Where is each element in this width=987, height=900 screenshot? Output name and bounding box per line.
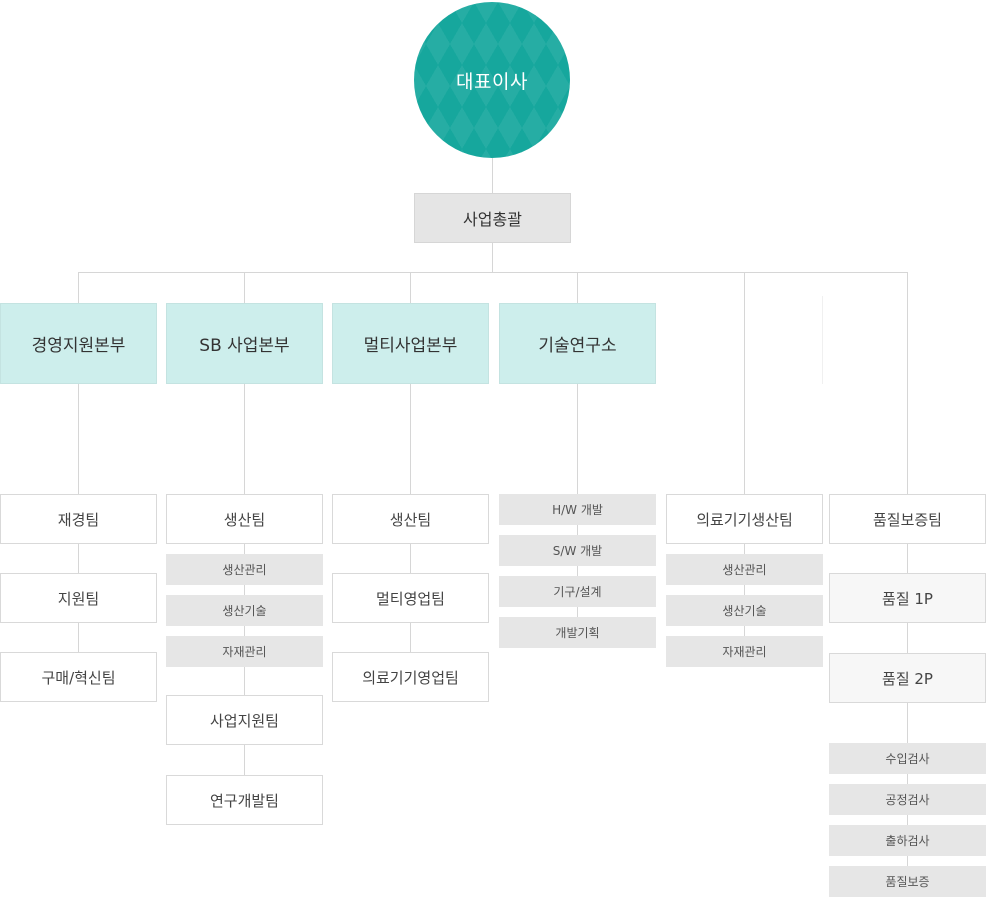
team-node: 품질 2P <box>829 653 986 703</box>
sub-item-label: 생산관리 <box>722 563 767 577</box>
ceo-node: 대표이사 <box>414 2 570 158</box>
sub-item-label: 자재관리 <box>722 645 767 659</box>
general-manager-label: 사업총괄 <box>463 210 522 229</box>
team-node: 생산팀 <box>166 494 323 544</box>
sub-item-label: 생산기술 <box>722 604 767 618</box>
ceo-label: 대표이사 <box>456 70 528 93</box>
team-label: 재경팀 <box>57 510 100 529</box>
sub-item-label: 기구/설계 <box>553 585 602 599</box>
team-label: 품질 1P <box>882 589 933 608</box>
sub-item-label: 자재관리 <box>222 645 267 659</box>
team-label: 의료기기생산팀 <box>696 510 793 529</box>
connector-gm-bus <box>492 243 493 272</box>
hq-label: 멀티사업본부 <box>363 336 458 356</box>
sub-item-label: 공정검사 <box>885 793 930 807</box>
hq-label: SB 사업본부 <box>199 336 290 356</box>
connector-drop <box>410 272 411 303</box>
sub-item: 생산관리 <box>166 554 323 585</box>
team-node: 의료기기영업팀 <box>332 652 489 702</box>
team-node: 품질 1P <box>829 573 986 623</box>
sub-item: 생산기술 <box>666 595 823 626</box>
sub-item: 수입검사 <box>829 743 986 774</box>
sub-item-label: 품질보증 <box>885 875 930 889</box>
sub-item-label: 개발기획 <box>555 626 600 640</box>
hq-sb-business: SB 사업본부 <box>166 303 323 384</box>
hq-label: 경영지원본부 <box>31 336 126 356</box>
hq-label: 기술연구소 <box>538 336 617 356</box>
divider <box>822 296 823 384</box>
sub-item-label: 생산관리 <box>222 563 267 577</box>
sub-item: S/W 개발 <box>499 535 656 566</box>
team-label: 연구개발팀 <box>209 791 279 810</box>
sub-item: 생산관리 <box>666 554 823 585</box>
team-node: 품질보증팀 <box>829 494 986 544</box>
hq-multi-business: 멀티사업본부 <box>332 303 489 384</box>
connector-drop <box>244 272 245 303</box>
connector-ceo-gm <box>492 158 493 193</box>
team-label: 구매/혁신팀 <box>41 668 116 687</box>
team-node: 구매/혁신팀 <box>0 652 157 702</box>
sub-item-label: 출하검사 <box>885 834 930 848</box>
team-label: 멀티영업팀 <box>375 589 445 608</box>
sub-item: 생산기술 <box>166 595 323 626</box>
team-node: 재경팀 <box>0 494 157 544</box>
sub-item: 출하검사 <box>829 825 986 856</box>
sub-item-label: 생산기술 <box>222 604 267 618</box>
connector-column <box>244 384 245 800</box>
team-node: 의료기기생산팀 <box>666 494 823 544</box>
connector-drop <box>577 272 578 303</box>
team-label: 사업지원팀 <box>209 711 279 730</box>
connector-column <box>744 519 745 651</box>
sub-item: 자재관리 <box>166 636 323 667</box>
sub-item: 개발기획 <box>499 617 656 648</box>
hq-research-institute: 기술연구소 <box>499 303 656 384</box>
team-label: 생산팀 <box>389 510 432 529</box>
team-label: 품질 2P <box>882 669 933 688</box>
sub-item-label: S/W 개발 <box>552 544 603 558</box>
connector-drop <box>78 272 79 303</box>
team-label: 지원팀 <box>57 589 100 608</box>
connector-drop <box>744 272 745 494</box>
connector-drop <box>907 272 908 494</box>
team-node: 연구개발팀 <box>166 775 323 825</box>
sub-item-label: H/W 개발 <box>552 503 603 517</box>
team-node: 생산팀 <box>332 494 489 544</box>
sub-item: 기구/설계 <box>499 576 656 607</box>
team-label: 의료기기영업팀 <box>362 668 459 687</box>
team-node: 지원팀 <box>0 573 157 623</box>
team-node: 멀티영업팀 <box>332 573 489 623</box>
sub-item: 공정검사 <box>829 784 986 815</box>
team-label: 품질보증팀 <box>872 510 942 529</box>
sub-item: 자재관리 <box>666 636 823 667</box>
hq-management-support: 경영지원본부 <box>0 303 157 384</box>
team-node: 사업지원팀 <box>166 695 323 745</box>
sub-item: H/W 개발 <box>499 494 656 525</box>
connector-hq-bus <box>78 272 908 273</box>
sub-item-label: 수입검사 <box>885 752 930 766</box>
general-manager-node: 사업총괄 <box>414 193 571 243</box>
team-label: 생산팀 <box>223 510 266 529</box>
sub-item: 품질보증 <box>829 866 986 897</box>
